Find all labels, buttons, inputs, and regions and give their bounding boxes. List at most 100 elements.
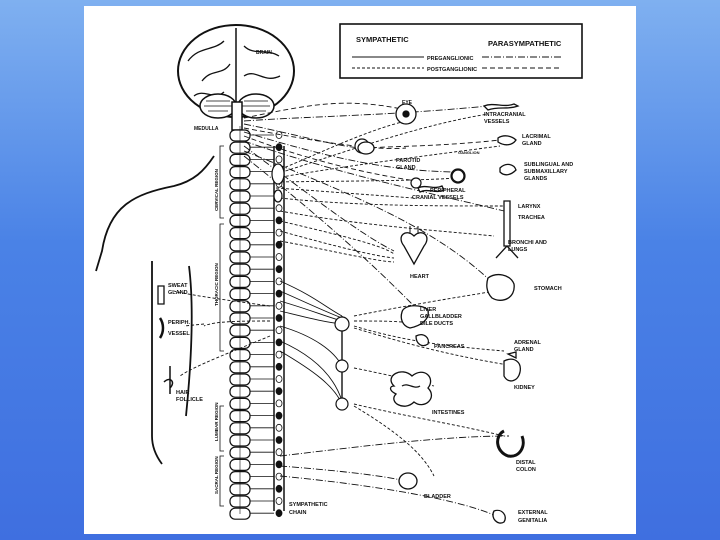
autonomic-nervous-system-diagram: SYMPATHETIC PARASYMPATHETIC PREGANGLIONI… (84, 6, 636, 534)
label-sacral-region: SACRAL REGION (214, 456, 219, 494)
parotid-gland-organ (357, 141, 375, 155)
label-peripheral-cranial-2: CRANIAL VESSELS (412, 195, 464, 201)
eye-organ (395, 103, 417, 125)
label-genitalia-1: EXTERNAL (518, 510, 548, 516)
label-hair-2: FOLLICLE (176, 397, 203, 403)
label-stomach: STOMACH (534, 286, 562, 292)
stomach-organ (486, 273, 515, 301)
label-ganglion: GANGLION (458, 150, 480, 155)
peripheral-vessels-organ (417, 185, 445, 193)
chain-ganglion (275, 350, 283, 359)
label-liver-2: GALLBLADDER (420, 314, 462, 320)
sublingual-glands-organ (451, 163, 517, 183)
label-adrenal-1: ADRENAL (514, 340, 542, 346)
chain-ganglion (275, 314, 283, 322)
label-trachea: TRACHEA (518, 215, 545, 221)
label-periph-vessel-2: VESSEL (168, 331, 190, 337)
label-sublingual-2: SUBMAXILLARY (524, 169, 568, 175)
hair-follicle-organ (163, 366, 174, 394)
legend-parasympathetic: PARASYMPATHETIC (488, 39, 562, 48)
legend-postganglionic: POSTGANGLIONIC (427, 67, 477, 73)
label-eye: EYE (402, 100, 413, 106)
label-distal-colon-1: DISTAL (516, 460, 536, 466)
chain-ganglion (275, 399, 283, 408)
chain-ganglion (275, 155, 283, 164)
label-adrenal-2: GLAND (514, 347, 534, 353)
label-hair-1: HAIR (176, 390, 189, 396)
body-outline (95, 155, 215, 465)
bladder-organ (398, 472, 418, 490)
chain-ganglion (275, 228, 283, 237)
label-sympathetic-chain-2: CHAIN (289, 510, 306, 516)
chain-ganglion (275, 436, 283, 444)
chain-ganglion (275, 216, 283, 225)
legend-preganglionic: PREGANGLIONIC (427, 56, 473, 62)
label-parotid-2: GLAND (396, 165, 416, 171)
label-lacrimal-1: LACRIMAL (522, 134, 551, 140)
larynx-trachea-organ (495, 200, 519, 259)
label-periph-vessel-1: PERIPH. (168, 320, 190, 326)
chain-ganglion (275, 131, 283, 139)
chain-ganglion (275, 497, 283, 505)
label-sweat-1: SWEAT (168, 283, 188, 289)
legend: SYMPATHETIC PARASYMPATHETIC PREGANGLIONI… (339, 23, 583, 79)
label-pancreas: PANCREAS (434, 344, 465, 350)
label-intracranial-2: VESSELS (484, 119, 510, 125)
chain-ganglion (275, 411, 283, 420)
label-lacrimal-2: GLAND (522, 141, 542, 147)
chain-ganglion (275, 301, 283, 310)
intestines-organ (389, 371, 433, 407)
organ-labels: EYE INTRACRANIAL VESSELS LACRIMAL GLAND … (168, 100, 573, 524)
chain-ganglion (275, 289, 283, 298)
label-lumbar-region: LUMBAR REGION (214, 403, 219, 442)
chain-ganglion (275, 375, 283, 383)
lacrimal-gland-organ (497, 135, 517, 146)
shoulder-outline (95, 155, 215, 272)
label-genitalia-2: GENITALIA (518, 518, 547, 524)
label-sympathetic-chain-1: SYMPATHETIC (289, 502, 328, 508)
label-heart: HEART (410, 274, 430, 280)
label-peripheral-cranial-1: PERIPHERAL (430, 188, 466, 194)
region-labels: CERVICAL REGION THORACIC REGION LUMBAR R… (214, 145, 224, 507)
legend-sympathetic: SYMPATHETIC (356, 35, 409, 44)
spinal-column (229, 126, 274, 520)
chain-ganglion (275, 448, 283, 457)
chain-ganglion (275, 362, 283, 371)
distal-colon-organ (496, 429, 525, 458)
arm-inner-outline (185, 265, 193, 417)
label-liver-1: LIVER (420, 307, 436, 313)
chain-ganglion (275, 509, 283, 518)
genitalia-organ (492, 509, 506, 524)
label-brain: BRAIN (256, 50, 272, 56)
label-distal-colon-2: COLON (516, 467, 536, 473)
label-sublingual-3: GLANDS (524, 176, 548, 182)
nerve-pathways (173, 102, 515, 517)
label-sweat-2: GLAND (168, 290, 188, 296)
heart-organ (400, 226, 428, 266)
chain-ganglion (275, 338, 283, 347)
chain-ganglion (275, 240, 283, 249)
label-bladder: BLADDER (424, 494, 451, 500)
label-bronchi-2: LUNGS (508, 247, 528, 253)
label-thoracic-region: THORACIC REGION (214, 263, 219, 306)
label-cervical-region: CERVICAL REGION (214, 169, 219, 211)
chain-ganglion (275, 265, 283, 274)
label-bronchi-1: BRONCHI AND (508, 240, 547, 246)
label-kidney: KIDNEY (514, 385, 535, 391)
label-intracranial-1: INTRACRANIAL (484, 112, 526, 118)
chain-ganglion (275, 387, 283, 396)
pancreas-organ (415, 334, 430, 347)
chain-ganglion (275, 460, 283, 469)
chain-ganglion (275, 204, 283, 213)
periph-vessel-organ (158, 317, 165, 339)
label-medulla: MEDULLA (194, 126, 219, 132)
sympathetic-chain: SYMPATHETIC CHAIN (273, 131, 328, 518)
diagram-canvas: SYMPATHETIC PARASYMPATHETIC PREGANGLIONI… (95, 23, 583, 524)
label-sublingual-1: SUBLINGUAL AND (524, 162, 573, 168)
chain-ganglion (275, 326, 283, 335)
label-liver-3: BILE DUCTS (420, 321, 453, 327)
adrenal-kidney-organ (503, 351, 521, 382)
organs (157, 103, 525, 524)
brain: BRAIN MEDULLA (177, 24, 295, 132)
